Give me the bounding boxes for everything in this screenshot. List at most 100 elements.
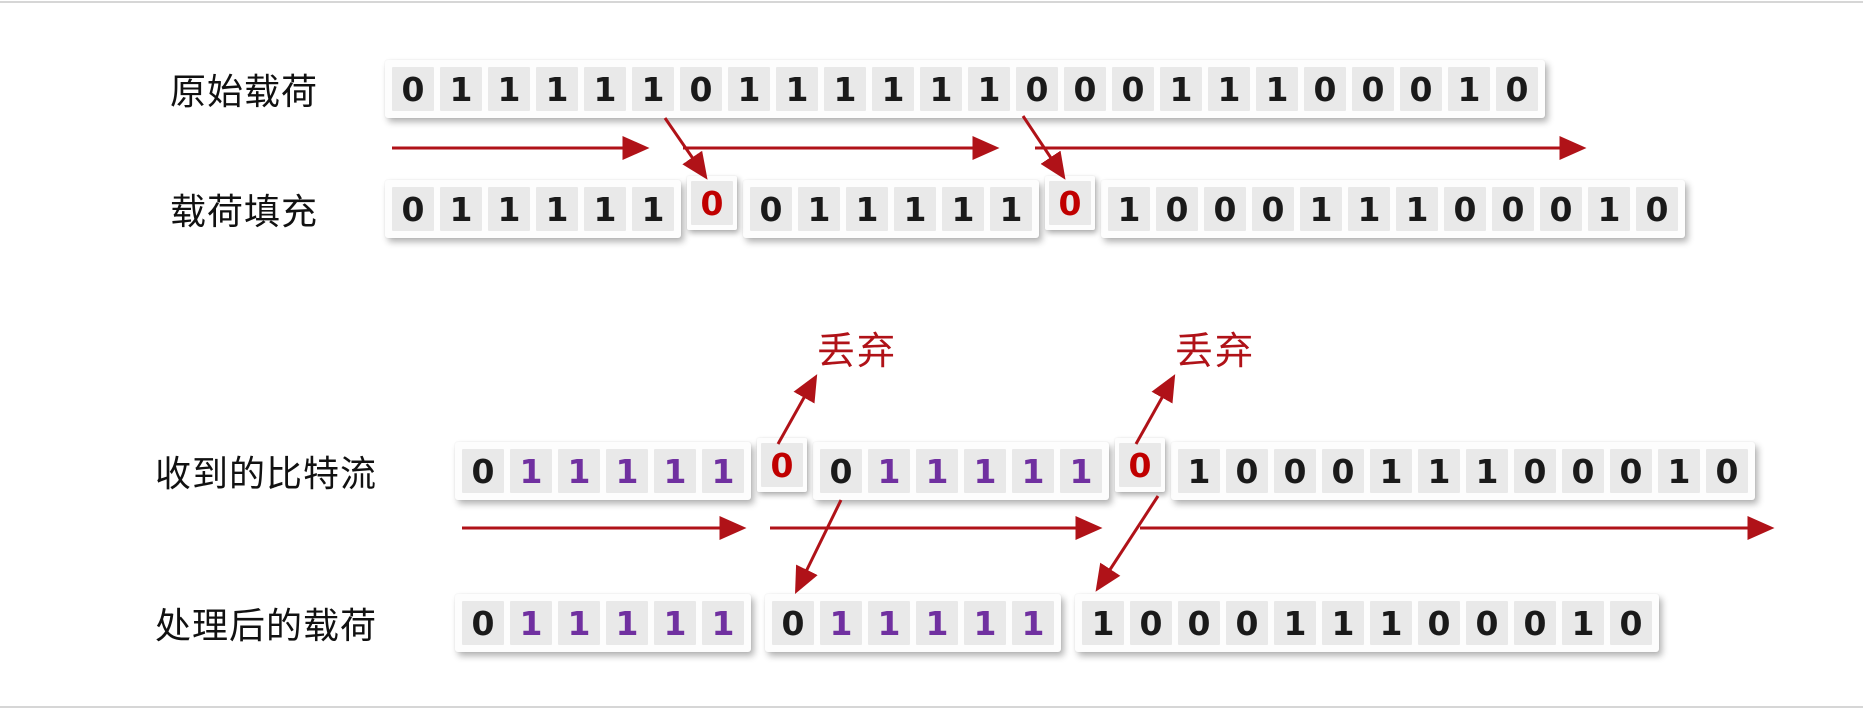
bit-cell: 1 xyxy=(654,449,696,493)
bit-cell: 1 xyxy=(1012,601,1054,645)
stuffed-bit-box: 0 xyxy=(687,176,737,230)
top-edge-line xyxy=(0,1,1863,3)
bit-cell: 1 xyxy=(920,67,962,111)
bit-cell: 1 xyxy=(1348,187,1390,231)
bit-cell: 1 xyxy=(1370,449,1412,493)
bit-cell: 0 xyxy=(1064,67,1106,111)
bit-cell: 1 xyxy=(798,187,840,231)
bit-cell: 1 xyxy=(1108,187,1150,231)
bit-cell: 1 xyxy=(606,601,648,645)
bit-cell: 0 xyxy=(1610,449,1652,493)
bit-cell: 0 xyxy=(1610,601,1652,645)
bit-cell: 0 xyxy=(1444,187,1486,231)
bit-cell: 1 xyxy=(1160,67,1202,111)
bit-cell: 0 xyxy=(1178,601,1220,645)
shift-arrow-2 xyxy=(1095,495,1160,592)
bit-cell: 1 xyxy=(1448,67,1490,111)
bit-cell: 0 xyxy=(1130,601,1172,645)
discard-label-2: 丢弃 xyxy=(1175,329,1256,373)
bit-cell: 1 xyxy=(964,449,1006,493)
bit-cell: 0 xyxy=(1514,449,1556,493)
bit-cell: 0 xyxy=(1274,449,1316,493)
bit-cell: 0 xyxy=(1706,449,1748,493)
bit-cell: 0 xyxy=(462,449,504,493)
bit-cell: 1 xyxy=(1082,601,1124,645)
bit-cell: 0 xyxy=(820,449,862,493)
bottom-edge-line xyxy=(0,706,1863,708)
bit-cell: 0 xyxy=(680,67,722,111)
bit-cell: 1 xyxy=(728,67,770,111)
bit-cell: 0 xyxy=(1352,67,1394,111)
bit-cell: 0 xyxy=(392,67,434,111)
bit-cell: 0 xyxy=(1226,601,1268,645)
bit-cell: 1 xyxy=(1418,449,1460,493)
bit-cell: 1 xyxy=(488,187,530,231)
row-label-processed-payload: 处理后的载荷 xyxy=(155,606,378,647)
shift-arrow-1 xyxy=(795,499,843,595)
bit-cell: 1 xyxy=(1562,601,1604,645)
bit-cell: 1 xyxy=(1208,67,1250,111)
bit-cell: 1 xyxy=(558,601,600,645)
bit-cell: 0 xyxy=(1112,67,1154,111)
bit-cell: 0 xyxy=(1540,187,1582,231)
stuffed-bit-box: 0 xyxy=(1115,438,1165,492)
bit-cell: 1 xyxy=(846,187,888,231)
bit-cell: 0 xyxy=(750,187,792,231)
bit-cell: 0 xyxy=(1119,443,1161,487)
bit-cell: 0 xyxy=(1496,67,1538,111)
discard-arrow-2 xyxy=(1134,374,1176,445)
bit-cell: 1 xyxy=(1588,187,1630,231)
row-label-received-bitstream: 收到的比特流 xyxy=(155,454,378,495)
bit-cell: 1 xyxy=(916,601,958,645)
bit-cell: 1 xyxy=(558,449,600,493)
bit-cell: 0 xyxy=(772,601,814,645)
bit-cell: 1 xyxy=(606,449,648,493)
bit-cell: 1 xyxy=(632,187,674,231)
bit-cell: 0 xyxy=(691,181,733,225)
bit-cell: 1 xyxy=(868,601,910,645)
bit-cell: 0 xyxy=(1562,449,1604,493)
discard-arrow-1 xyxy=(776,374,818,445)
stuffed-bit-box: 0 xyxy=(1045,176,1095,230)
bit-cell: 1 xyxy=(536,67,578,111)
bit-cell: 0 xyxy=(1049,181,1091,225)
bit-cell: 1 xyxy=(776,67,818,111)
bit-cell: 0 xyxy=(1418,601,1460,645)
bit-cell: 1 xyxy=(488,67,530,111)
bit-cell: 1 xyxy=(916,449,958,493)
row-label-stuffed-payload: 载荷填充 xyxy=(170,192,319,233)
bit-cell: 1 xyxy=(536,187,578,231)
bit-cell: 1 xyxy=(1322,601,1364,645)
bit-cell: 0 xyxy=(761,443,803,487)
bit-cell: 0 xyxy=(1636,187,1678,231)
bit-cell: 1 xyxy=(942,187,984,231)
bit-cell: 1 xyxy=(654,601,696,645)
bit-cell: 1 xyxy=(584,67,626,111)
bit-cell: 1 xyxy=(702,601,744,645)
stuff-insert-arrow-1 xyxy=(663,117,708,180)
bit-cell: 1 xyxy=(894,187,936,231)
stuffed-bit-box: 0 xyxy=(757,438,807,492)
bit-cell: 1 xyxy=(1300,187,1342,231)
bit-cell: 1 xyxy=(968,67,1010,111)
bit-cell: 1 xyxy=(1012,449,1054,493)
bit-cell: 1 xyxy=(1256,67,1298,111)
bit-cell: 1 xyxy=(824,67,866,111)
bit-cell: 1 xyxy=(510,601,552,645)
bit-cell: 1 xyxy=(510,449,552,493)
bit-cell: 1 xyxy=(872,67,914,111)
bit-cell: 0 xyxy=(462,601,504,645)
bit-cell: 0 xyxy=(1226,449,1268,493)
